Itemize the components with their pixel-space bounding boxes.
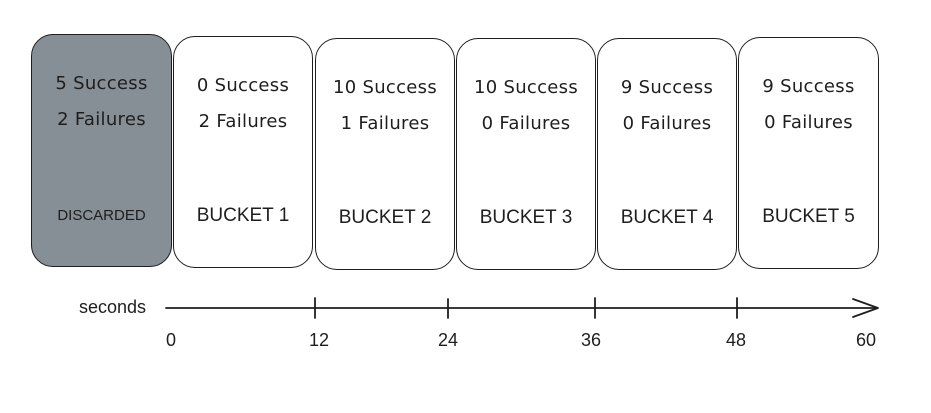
- failure-count: 0 Failures: [764, 112, 853, 133]
- success-count: 10 Success: [332, 77, 438, 98]
- success-count: 9 Success: [762, 76, 855, 97]
- failure-count: 0 Failures: [622, 113, 712, 134]
- bucket-4: 9 Success 0 Failures BUCKET 4: [597, 38, 737, 270]
- bucket-label: BUCKET 2: [338, 207, 432, 228]
- bucket-label: BUCKET 5: [762, 206, 855, 227]
- bucket-label: DISCARDED: [57, 207, 146, 224]
- bucket-label: BUCKET 3: [479, 207, 573, 228]
- bucket-5: 9 Success 0 Failures BUCKET 5: [738, 37, 879, 269]
- success-count: 0 Success: [196, 75, 290, 96]
- tick-label: 0: [165, 330, 177, 350]
- bucket-2: 10 Success 1 Failures BUCKET 2: [315, 38, 455, 270]
- bucket-1: 0 Success 2 Failures BUCKET 1: [173, 36, 313, 268]
- tick-label: 12: [308, 330, 330, 350]
- axis-arrowhead: [852, 298, 879, 318]
- tick-label: 24: [437, 330, 459, 350]
- bucket-3: 10 Success 0 Failures BUCKET 3: [456, 38, 596, 270]
- tick-label: 36: [580, 330, 602, 350]
- failure-count: 2 Failures: [198, 111, 288, 132]
- bucket-label: BUCKET 4: [620, 207, 714, 228]
- success-count: 10 Success: [473, 77, 579, 98]
- tick-label: 60: [855, 330, 877, 350]
- axis-title: seconds: [79, 297, 147, 317]
- bucket-discarded: 5 Success 2 Failures DISCARDED: [31, 34, 172, 267]
- success-count: 5 Success: [55, 73, 148, 94]
- bucket-label: BUCKET 1: [196, 205, 290, 226]
- success-count: 9 Success: [620, 77, 714, 98]
- failure-count: 0 Failures: [481, 113, 571, 134]
- failure-count: 2 Failures: [57, 109, 146, 130]
- failure-count: 1 Failures: [340, 113, 430, 134]
- tick-label: 48: [725, 330, 747, 350]
